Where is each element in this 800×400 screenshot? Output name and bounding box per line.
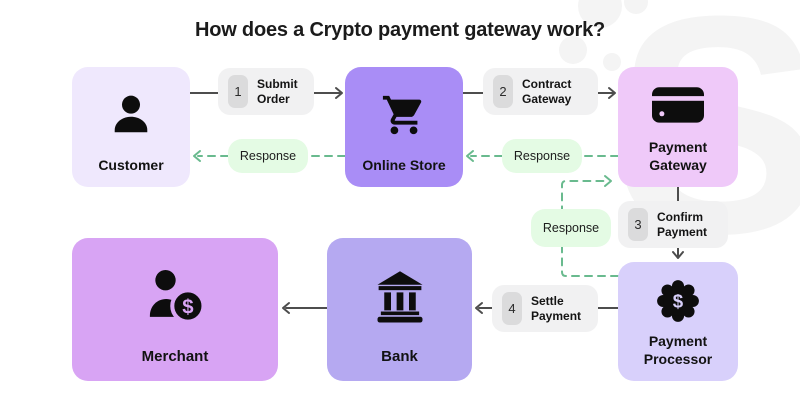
arrowhead-left-icon <box>193 150 201 162</box>
step-3-number-badge: 3 <box>628 208 648 241</box>
response-pill-online-store: Response <box>502 139 582 173</box>
response-pill-customer: Response <box>228 139 308 173</box>
node-online-store: Online Store <box>345 67 463 187</box>
node-payment-processor: $ Payment Processor <box>618 262 738 381</box>
svg-text:$: $ <box>673 290 684 311</box>
watermark-dot <box>603 53 621 71</box>
person-icon <box>108 67 154 156</box>
node-online-store-label: Online Store <box>362 156 446 173</box>
arrowhead-left-icon <box>282 302 290 314</box>
step-1-submit-order: 1 Submit Order <box>218 68 314 115</box>
bank-building-icon <box>373 238 427 347</box>
shopping-cart-icon <box>381 67 427 156</box>
step-4-number-badge: 4 <box>502 292 522 325</box>
arrowhead-right-icon <box>608 87 616 99</box>
step-4-label: Settle Payment <box>531 293 582 323</box>
step-1-label: Submit Order <box>257 76 298 106</box>
arrowhead-left-icon <box>475 302 483 314</box>
step-3-label: Confirm Payment <box>657 209 708 239</box>
node-merchant-label: Merchant <box>141 347 209 365</box>
svg-text:$: $ <box>182 296 194 318</box>
merchant-dollar-icon: $ <box>141 238 209 347</box>
node-customer-label: Customer <box>98 156 164 173</box>
step-1-number-badge: 1 <box>228 75 248 108</box>
step-3-confirm-payment: 3 Confirm Payment <box>618 201 728 248</box>
node-customer: Customer <box>72 67 190 187</box>
node-bank-label: Bank <box>381 347 418 365</box>
arrowhead-left-icon <box>466 150 474 162</box>
step-2-contract-gateway: 2 Contract Gateway <box>483 68 598 115</box>
credit-card-icon <box>652 67 704 138</box>
step-4-settle-payment: 4 Settle Payment <box>492 285 598 332</box>
arrowhead-right-icon <box>335 87 343 99</box>
node-merchant: $ Merchant <box>72 238 278 381</box>
step-2-label: Contract Gateway <box>522 76 572 106</box>
node-bank: Bank <box>327 238 472 381</box>
gear-dollar-icon: $ <box>656 262 700 332</box>
step-2-number-badge: 2 <box>493 75 513 108</box>
arrowhead-right-icon <box>604 175 612 187</box>
node-payment-gateway-label: Payment Gateway <box>648 138 708 173</box>
arrowhead-down-icon <box>672 251 684 259</box>
node-payment-processor-label: Payment Processor <box>643 332 713 367</box>
watermark-dot <box>624 0 648 14</box>
page-title: How does a Crypto payment gateway work? <box>194 19 606 41</box>
response-pill-payment-gateway: Response <box>531 209 611 247</box>
node-payment-gateway: Payment Gateway <box>618 67 738 187</box>
